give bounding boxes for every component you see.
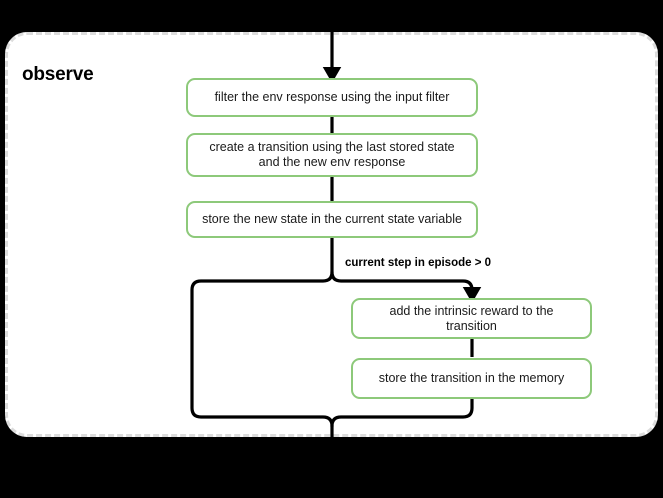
group-title-observe: observe: [22, 64, 94, 85]
step-label: create a transition using the last store…: [209, 140, 455, 169]
step-label: filter the env response using the input …: [214, 90, 450, 104]
branch-condition-label: current step in episode > 0: [345, 257, 492, 269]
step-box-create-transition[interactable]: create a transition using the last store…: [186, 133, 478, 177]
step-box-store-new-state[interactable]: store the new state in the current state…: [186, 201, 478, 238]
step-label: store the transition in the memory: [378, 371, 565, 385]
step-box-add-intrinsic-reward[interactable]: add the intrinsic reward to the transiti…: [351, 298, 592, 339]
step-label: add the intrinsic reward to the transiti…: [389, 303, 554, 333]
step-box-store-transition-memory[interactable]: store the transition in the memory: [351, 358, 592, 399]
step-box-filter-env-response[interactable]: filter the env response using the input …: [186, 78, 478, 117]
step-label: store the new state in the current state…: [202, 212, 462, 226]
